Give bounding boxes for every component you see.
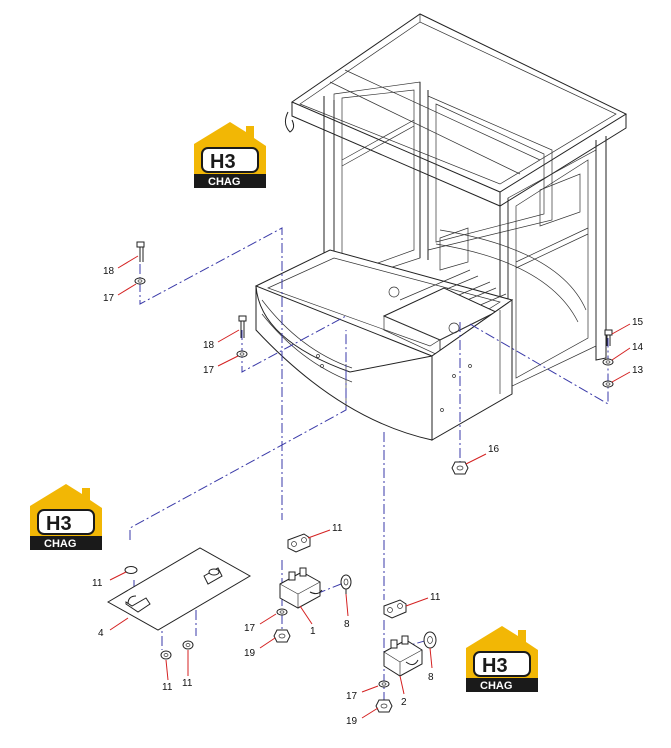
callout-18-b: 18 [203, 340, 215, 351]
callout-13: 13 [632, 365, 644, 376]
callout-2: 2 [401, 697, 407, 708]
callout-17-part2: 17 [346, 691, 358, 702]
terminal-8-lower [423, 631, 437, 649]
callout-18-a: 18 [103, 266, 115, 277]
cab-frame [254, 13, 628, 441]
clamp-11-right [182, 640, 194, 650]
logo-mark: H3 [46, 513, 72, 535]
callout-17-a: 17 [103, 293, 115, 304]
logo-brand: CHAG [480, 680, 512, 692]
washer-14 [602, 358, 614, 366]
callout-14: 14 [632, 342, 644, 353]
callout-8-lower: 8 [428, 672, 434, 683]
clamp-11-upper [287, 533, 311, 553]
bolt-15 [604, 329, 613, 346]
callout-17-part1: 17 [244, 623, 256, 634]
callout-19-part1: 19 [244, 648, 256, 659]
nut-13 [602, 380, 614, 388]
washer-17-mid [236, 350, 248, 358]
nut-19-part2 [375, 699, 393, 713]
callouts: 18 17 18 17 15 14 13 16 11 11 4 1 8 17 1… [92, 255, 644, 727]
callout-11-bottom-left: 11 [162, 682, 173, 693]
callout-11-plate: 11 [92, 578, 103, 589]
washer-17-part2 [378, 680, 390, 688]
callout-17-b: 17 [203, 365, 215, 376]
logo-watermark-left: H3 CHAG [30, 484, 102, 550]
block-part-1 [279, 567, 323, 609]
terminal-8-upper [340, 574, 352, 594]
callout-11-top: 11 [332, 523, 343, 534]
plate-4 [106, 547, 252, 631]
logo-watermark-lower: H3 CHAG [466, 626, 538, 692]
logo-brand: CHAG [44, 538, 76, 550]
callout-11-lower: 11 [430, 592, 441, 603]
bolt-18-upper [136, 241, 145, 262]
washer-17-part1 [276, 608, 288, 616]
callout-4: 4 [98, 628, 104, 639]
callout-8-upper: 8 [344, 619, 350, 630]
callout-1: 1 [310, 626, 316, 637]
callout-16: 16 [488, 444, 500, 455]
bolt-18-lower [238, 315, 247, 338]
nut-16 [451, 461, 469, 475]
logo-watermark-upper: H3 CHAG [194, 122, 266, 188]
logo-mark: H3 [210, 151, 236, 173]
block-part-2 [383, 635, 423, 677]
callout-19-part2: 19 [346, 716, 358, 727]
logo-mark: H3 [482, 655, 508, 677]
clamp-11-lower [383, 599, 407, 619]
washer-17-upper [134, 277, 146, 285]
nut-19-part1 [273, 629, 291, 643]
callout-15: 15 [632, 317, 644, 328]
logo-brand: CHAG [208, 176, 240, 188]
clamp-11-left [160, 650, 172, 660]
callout-11-bottom-right: 11 [182, 678, 193, 689]
